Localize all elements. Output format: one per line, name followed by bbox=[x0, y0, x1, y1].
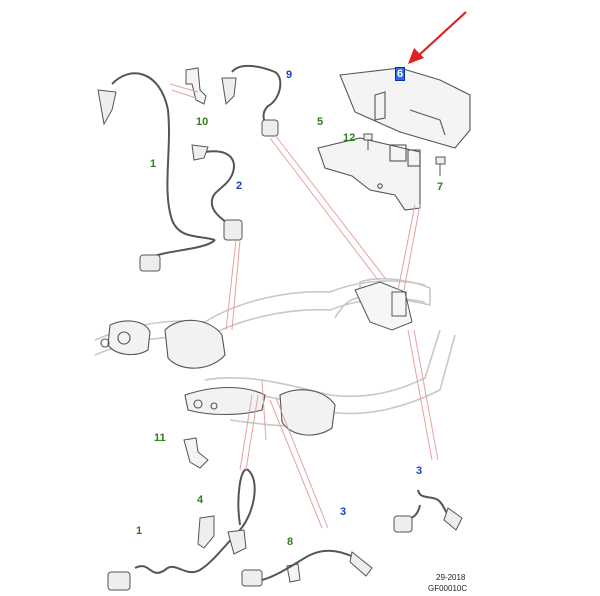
callout-9: 9 bbox=[286, 69, 293, 81]
sensor-9-probe bbox=[221, 77, 279, 137]
catalytic-converter-rear bbox=[184, 386, 336, 436]
clip-bracket-10 bbox=[185, 67, 207, 105]
harness-3-right bbox=[404, 489, 453, 520]
leader-lines bbox=[169, 83, 439, 529]
harness-1-bottom bbox=[134, 468, 256, 574]
callout-11: 11 bbox=[154, 432, 166, 444]
callout-4: 4 bbox=[197, 494, 204, 506]
sensor-2-probe bbox=[191, 144, 243, 241]
harness-9 bbox=[231, 65, 282, 127]
sensor-4 bbox=[197, 515, 215, 549]
sensor-bracket-plate bbox=[317, 137, 421, 211]
callout-6-highlighted: 6 bbox=[395, 67, 406, 81]
harness-2 bbox=[203, 150, 235, 229]
catalytic-converter-front bbox=[100, 319, 226, 369]
callout-5: 5 bbox=[317, 116, 324, 128]
manifold-bracket bbox=[354, 281, 413, 331]
bolt-7 bbox=[435, 156, 446, 176]
callout-7: 7 bbox=[437, 181, 444, 193]
red-pointer-arrow bbox=[408, 11, 467, 64]
bolt-12 bbox=[363, 133, 373, 150]
footer-date: 29-2018 bbox=[436, 573, 466, 582]
callout-10: 10 bbox=[196, 116, 209, 128]
sensor-3-right-probe bbox=[393, 507, 463, 533]
footer-code: GF00010C bbox=[428, 584, 468, 593]
callout-3-bottom: 3 bbox=[340, 506, 347, 518]
clip-bracket-11 bbox=[183, 437, 209, 469]
sensor-3-bottom-probe bbox=[241, 551, 373, 587]
callout-12: 12 bbox=[343, 132, 356, 144]
heat-shield bbox=[339, 67, 471, 149]
sensor-1-top-probe bbox=[97, 89, 161, 272]
callout-2: 2 bbox=[236, 180, 243, 192]
sensor-1-bottom-probe bbox=[107, 529, 247, 591]
callout-1-bottom: 1 bbox=[136, 525, 143, 537]
harness-3-bottom bbox=[261, 549, 356, 581]
callout-3-right: 3 bbox=[416, 465, 423, 477]
callout-8: 8 bbox=[287, 536, 294, 548]
callout-1-top: 1 bbox=[150, 158, 157, 170]
